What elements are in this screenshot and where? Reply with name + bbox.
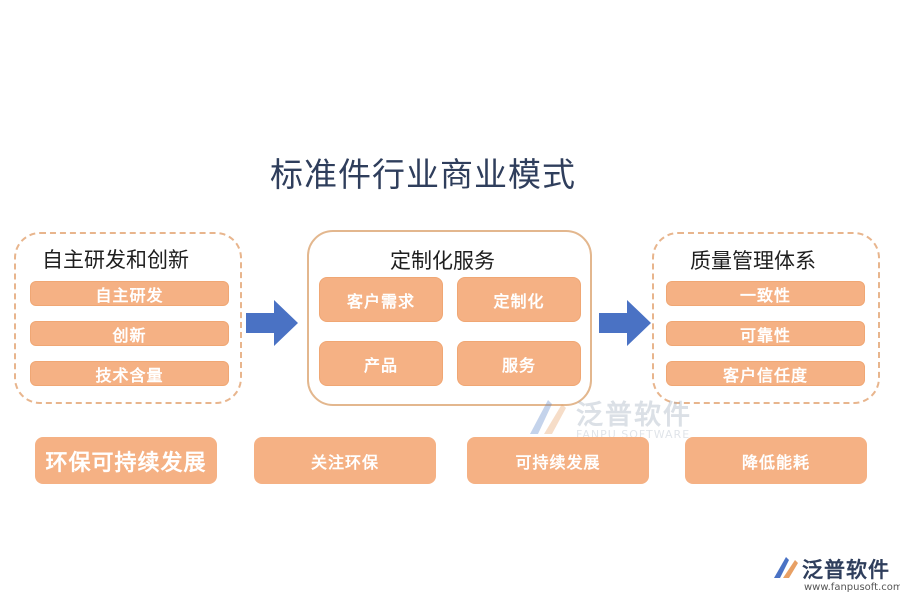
group-rd-title: 自主研发和创新: [42, 248, 189, 272]
rd-item-1: 自主研发: [30, 281, 229, 306]
quality-item-3: 客户信任度: [666, 361, 865, 386]
watermark: 泛普软件 FANPU SOFTWARE: [522, 393, 692, 441]
right-arrow-icon: [246, 300, 298, 346]
rd-item-2: 创新: [30, 321, 229, 346]
brand-name: 泛普软件: [802, 558, 890, 582]
quality-item-1: 一致性: [666, 281, 865, 306]
bottom-item-1: 关注环保: [254, 437, 436, 484]
quality-item-2: 可靠性: [666, 321, 865, 346]
group-service: [307, 230, 592, 406]
right-arrow-icon: [599, 300, 651, 346]
diagram-title: 标准件行业商业模式: [270, 155, 576, 194]
rd-item-3: 技术含量: [30, 361, 229, 386]
brand-url: www.fanpusoft.com: [804, 582, 900, 593]
service-item-4: 服务: [457, 341, 581, 386]
group-service-title: 定制化服务: [390, 249, 495, 273]
fanpu-logo-icon: [530, 400, 566, 434]
bottom-item-3: 降低能耗: [685, 437, 867, 484]
watermark-name: 泛普软件: [576, 400, 692, 431]
group-quality: [652, 232, 880, 404]
bottom-item-2: 可持续发展: [467, 437, 649, 484]
service-item-3: 产品: [319, 341, 443, 386]
fanpu-logo-icon: [774, 557, 798, 578]
group-rd: [14, 232, 242, 404]
service-item-2: 定制化: [457, 277, 581, 322]
service-item-1: 客户需求: [319, 277, 443, 322]
group-quality-title: 质量管理体系: [690, 249, 816, 273]
bottom-main: 环保可持续发展: [35, 437, 217, 484]
